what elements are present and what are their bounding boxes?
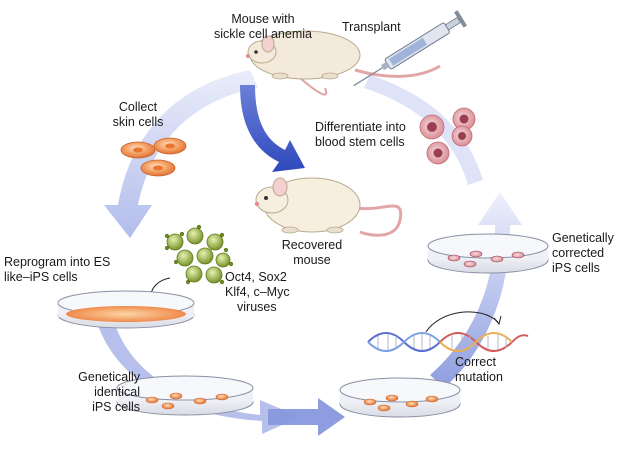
syringe-illustration — [353, 10, 467, 87]
label-transplant: Transplant — [342, 20, 401, 34]
label-factors: Oct4, Sox2 Klf4, c–Myc viruses — [225, 270, 290, 314]
identical-dish — [116, 375, 254, 416]
label-mouse-sick: Mouse with sickle cell anemia — [214, 12, 312, 41]
label-reprogram: Reprogram into ES like–iPS cells — [4, 255, 111, 284]
blood-stem-cells — [419, 107, 476, 165]
sick-mouse-illustration — [246, 30, 441, 96]
label-differentiate: Differentiate into blood stem cells — [315, 120, 406, 149]
recovered-mouse-illustration — [254, 177, 403, 237]
dna-helices — [367, 311, 529, 352]
label-correct-mutation: Correct mutation — [455, 355, 503, 384]
label-recovered: Recovered mouse — [281, 238, 343, 267]
mutation-dish — [339, 377, 461, 418]
label-corrected: Genetically corrected iPS cells — [552, 231, 614, 275]
label-collect: Collect skin cells — [112, 100, 164, 129]
skin-cells — [120, 137, 187, 177]
corrected-dish — [427, 233, 549, 274]
reprogram-dish — [57, 290, 195, 329]
recovery-arrow — [240, 85, 305, 172]
viruses — [145, 224, 234, 305]
label-identical: Genetically identical iPS cells — [78, 370, 140, 414]
